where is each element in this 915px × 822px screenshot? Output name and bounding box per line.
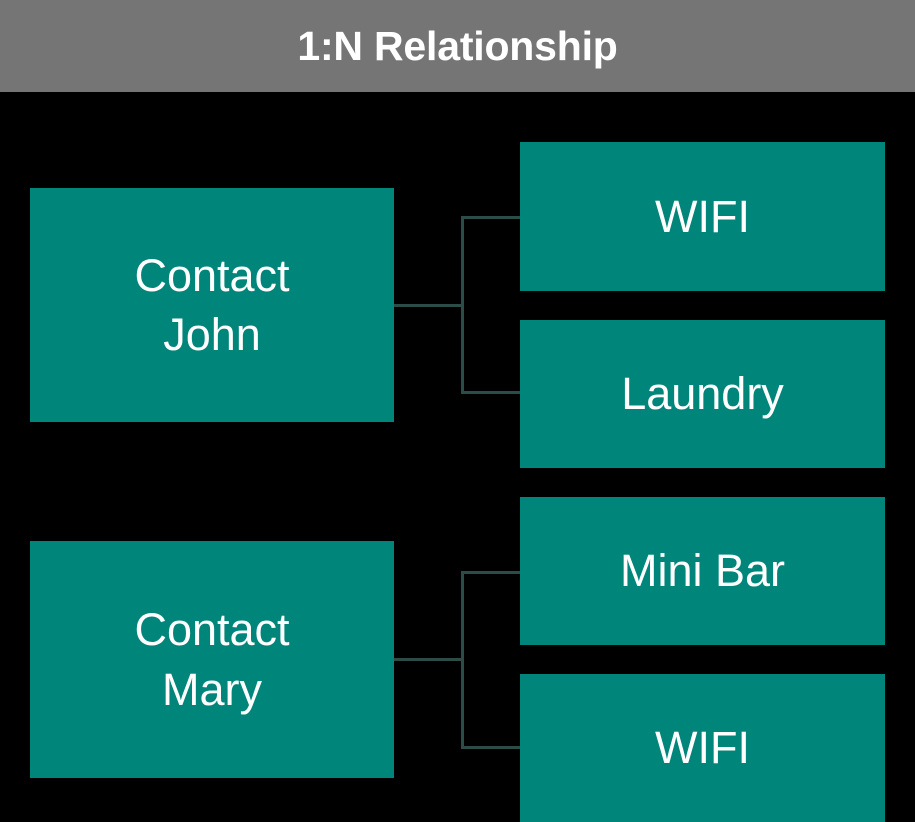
entity-node-label: WIFI <box>655 722 750 774</box>
entity-node-label: Laundry <box>621 368 784 420</box>
connector-stem-john <box>394 304 463 307</box>
entity-node-mini-bar[interactable]: Mini Bar <box>520 497 885 645</box>
entity-node-contact-mary[interactable]: Contact Mary <box>30 541 394 778</box>
entity-node-label: Contact Mary <box>134 604 290 715</box>
entity-node-label: Mini Bar <box>619 545 786 597</box>
entity-node-wifi-mary[interactable]: WIFI <box>520 674 885 822</box>
connector-branch-mary-wifi <box>461 746 521 749</box>
entity-node-label: Contact John <box>134 249 290 360</box>
entity-node-label: WIFI <box>655 190 750 242</box>
entity-node-contact-john[interactable]: Contact John <box>30 188 394 422</box>
entity-node-laundry[interactable]: Laundry <box>520 320 885 468</box>
connector-branch-john-wifi <box>461 216 521 219</box>
page-title: 1:N Relationship <box>297 22 618 69</box>
connector-spine-mary <box>461 571 464 749</box>
connector-spine-john <box>461 216 464 394</box>
entity-node-wifi-john[interactable]: WIFI <box>520 142 885 291</box>
connector-branch-mary-minibar <box>461 571 521 574</box>
connector-stem-mary <box>394 658 463 661</box>
header-bar: 1:N Relationship <box>0 0 915 92</box>
connector-branch-john-laundry <box>461 391 521 394</box>
